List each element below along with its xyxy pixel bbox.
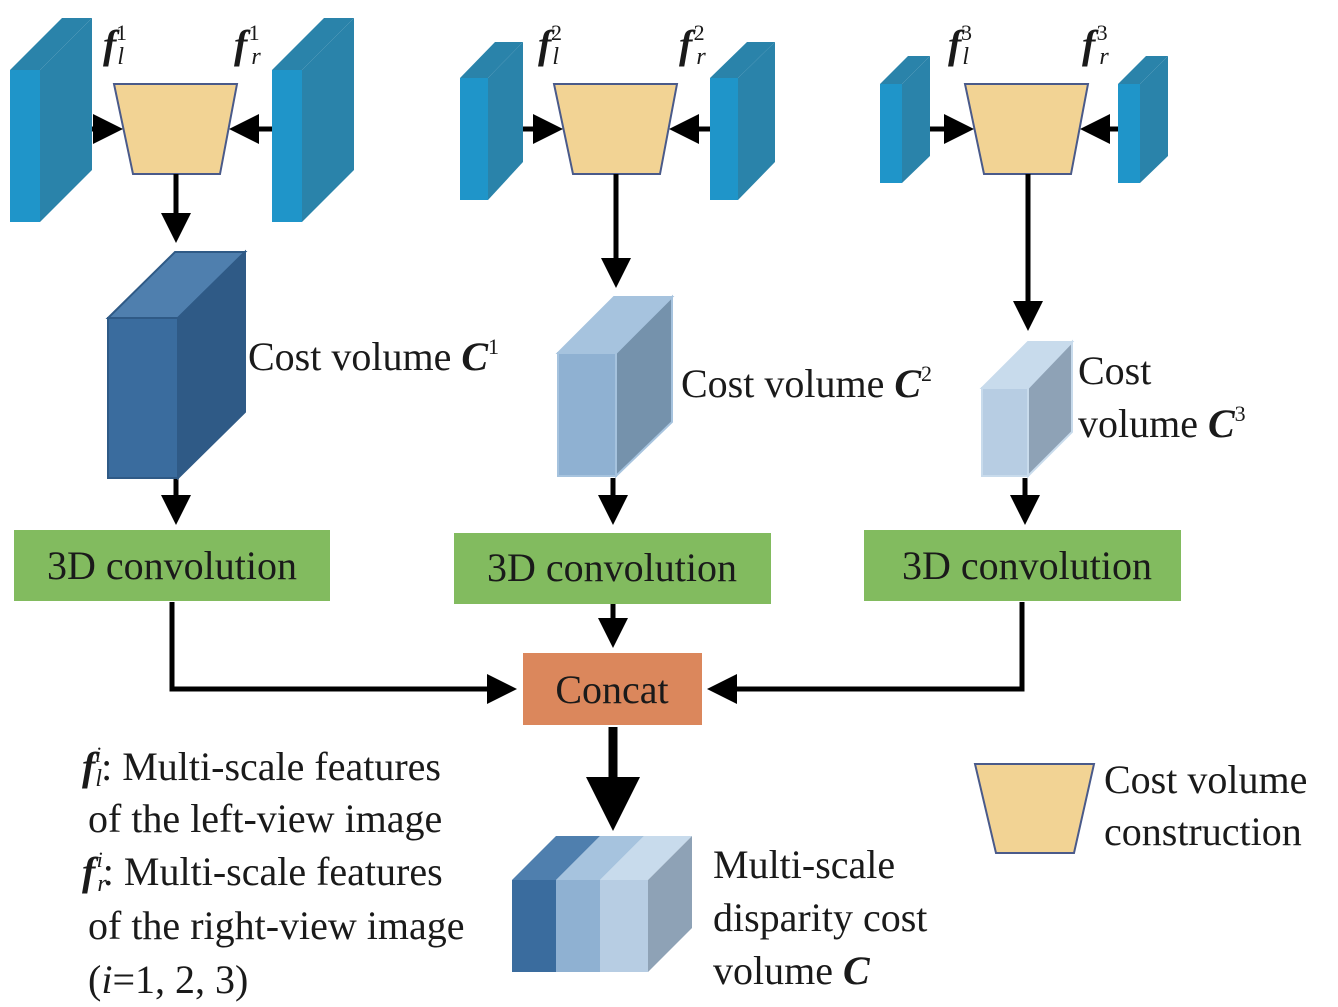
- cost-construction-3: [963, 83, 1090, 175]
- label-fl2: fl2: [538, 20, 562, 70]
- conv3d-label-2: 3D convolution: [487, 545, 737, 590]
- legend-trapezoid: [973, 763, 1096, 854]
- output-label-line1: Multi-scale: [713, 842, 895, 887]
- legend-left-features: fli: Multi-scale features: [82, 742, 441, 792]
- cost-construction-2: [552, 83, 679, 175]
- label-cost-volume-3-line1: Cost: [1078, 348, 1151, 393]
- cost-volume-2-box: [555, 294, 675, 479]
- legend-right-features: fri: Multi-scale features: [82, 847, 443, 897]
- feature-left-3: [880, 56, 930, 183]
- cost-construction-1: [112, 83, 239, 175]
- concat-label: Concat: [555, 667, 668, 712]
- feature-left-2: [460, 42, 523, 200]
- conv3d-box-1: [14, 530, 330, 601]
- conv3d-label-1: 3D convolution: [47, 543, 297, 588]
- legend-cvc-line1: Cost volume: [1104, 757, 1307, 802]
- concat-box: [523, 653, 702, 725]
- conv3d-box-2: [454, 533, 771, 604]
- conv3d-box-3: [864, 530, 1181, 601]
- feature-right-2: [710, 42, 775, 200]
- output-cost-volume-box: [512, 836, 692, 972]
- legend-left-line2: of the left-view image: [88, 796, 442, 841]
- arrow-conv3-concat: [707, 602, 1025, 704]
- legend-cvc-line2: construction: [1104, 809, 1302, 854]
- cost-volume-1-box: [105, 249, 248, 481]
- label-fl1: fl1: [103, 20, 127, 70]
- cost-volume-3-box: [979, 339, 1075, 479]
- label-fl3: fl3: [948, 20, 972, 70]
- feature-right-3: [1118, 56, 1168, 183]
- legend-right-line2: of the right-view image: [88, 903, 465, 948]
- conv3d-label-3: 3D convolution: [902, 543, 1152, 588]
- feature-right-1: [272, 18, 354, 222]
- output-label-line2: disparity cost: [713, 895, 927, 940]
- feature-left-1: [10, 18, 92, 222]
- arrow-conv1-concat: [169, 602, 517, 704]
- legend-index: (i=1, 2, 3): [88, 957, 248, 1002]
